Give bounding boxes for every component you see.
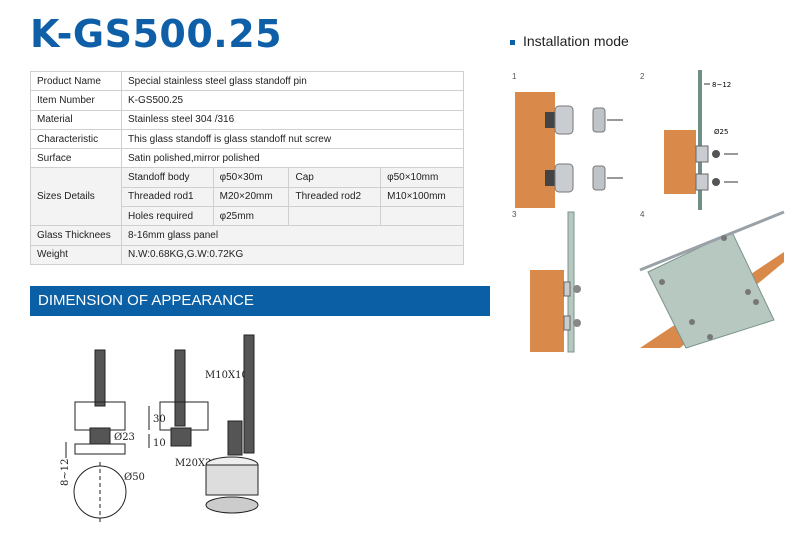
size-cell: φ50×30m — [212, 167, 290, 188]
standoff-cap — [592, 107, 606, 133]
threaded-rod — [243, 334, 255, 454]
install-step-2-illustration: 8~12 Ø25 — [664, 70, 738, 210]
spec-value: K-GS500.25 — [121, 90, 464, 111]
size-cell: φ50×10mm — [380, 167, 464, 188]
dimension-label: M20X20 — [175, 458, 218, 469]
size-cell: Cap — [288, 167, 382, 188]
standoff-body — [554, 105, 574, 135]
standoff-cap — [707, 334, 713, 340]
dimension-label: Ø25 — [714, 128, 728, 136]
size-cell: M10×100mm — [380, 186, 464, 208]
spec-row-characteristic: Characteristic This glass standoff is gl… — [30, 128, 464, 150]
spec-label: Product Name — [30, 70, 122, 92]
wood-post — [664, 130, 696, 194]
spec-value: Stainless steel 304 /316 — [121, 109, 464, 130]
standoff-cap — [659, 279, 665, 285]
spec-row-sizes-1: Sizes Details Standoff body φ50×30m Cap … — [30, 167, 464, 227]
threaded-rod — [94, 349, 106, 407]
standoff-cap — [712, 150, 720, 158]
install-step-1-illustration — [515, 92, 623, 208]
wood-post — [515, 92, 555, 208]
size-cell: M20×20mm — [212, 186, 290, 208]
size-cell: Holes required — [121, 206, 214, 227]
standoff-body — [205, 464, 259, 496]
size-cell: Threaded rod1 — [121, 186, 214, 208]
dimension-label: Ø23 — [114, 432, 135, 443]
dimension-drawing-section: M10X100 30 10 M20X20 — [148, 349, 254, 469]
dimension-label: 10 — [153, 438, 166, 449]
standoff-cap — [753, 299, 759, 305]
spec-label: Surface — [30, 148, 122, 169]
spec-value: Special stainless steel glass standoff p… — [121, 70, 464, 92]
size-cell: φ25mm — [212, 206, 290, 227]
bullet-icon — [510, 39, 515, 45]
dimension-label: 8~12 — [60, 459, 71, 486]
spec-label: Characteristic — [30, 128, 122, 150]
standoff-body — [695, 145, 709, 163]
standoff-cap — [205, 496, 259, 514]
standoff-body — [695, 173, 709, 191]
installation-title: Installation mode — [510, 33, 629, 49]
standoff-cap — [592, 165, 606, 191]
spec-row-material: Material Stainless steel 304 /316 — [30, 109, 464, 130]
size-cell — [288, 206, 382, 227]
spec-value: 8-16mm glass panel — [121, 225, 464, 246]
standoff-cap — [573, 319, 581, 327]
standoff-body — [563, 315, 571, 331]
dimension-drawing-front: 8~12 Ø23 Ø50 — [60, 349, 145, 524]
3d-render — [205, 334, 259, 514]
standoff-cap — [689, 319, 695, 325]
spec-row-weight: Weight N.W:0.68KG,G.W:0.72KG — [30, 244, 464, 265]
dimension-label: Ø50 — [124, 472, 145, 483]
spec-label: Sizes Details — [30, 167, 122, 227]
size-cell: Standoff body — [121, 167, 214, 188]
wood-post — [530, 270, 564, 352]
dimension-label: 8~12 — [712, 81, 731, 89]
cap-outline — [74, 443, 126, 455]
spec-value: N.W:0.68KG,G.W:0.72KG — [121, 244, 464, 265]
step-number: 4 — [640, 210, 645, 219]
spec-row-sizes-3: Holes required φ25mm — [31, 206, 464, 227]
handrail — [639, 210, 785, 272]
standoff-body — [563, 281, 571, 297]
install-step-3-illustration — [530, 211, 581, 353]
standoff-cap — [712, 178, 720, 186]
dimension-label: M10X100 — [205, 370, 254, 381]
standoff-cap — [721, 235, 727, 241]
dimension-banner: DIMENSION OF APPEARANCE — [30, 286, 490, 316]
spec-label: Item Number — [30, 90, 122, 111]
step-number: 1 — [512, 72, 517, 81]
spec-row-item-number: Item Number K-GS500.25 — [30, 90, 464, 111]
installation-title-text: Installation mode — [523, 33, 629, 49]
spec-row-product-name: Product Name Special stainless steel gla… — [30, 70, 464, 92]
step-number: 3 — [512, 210, 517, 219]
threaded-stud — [89, 427, 111, 445]
threaded-stud — [227, 420, 243, 456]
threaded-stud — [170, 427, 192, 447]
spec-value: Satin polished,mirror polished — [121, 148, 464, 169]
product-title: K-GS500.25 — [30, 12, 283, 56]
step-number: 2 — [640, 72, 645, 81]
spec-row-surface: Surface Satin polished,mirror polished — [30, 148, 464, 169]
spec-row-glass-thickness: Glass Thicknees 8-16mm glass panel — [30, 225, 464, 246]
dimension-label: 30 — [153, 414, 166, 425]
standoff-cap — [573, 285, 581, 293]
spec-table: Product Name Special stainless steel gla… — [30, 70, 464, 265]
standoff-cap — [745, 289, 751, 295]
drill-hole — [545, 170, 555, 186]
spec-label: Weight — [30, 244, 122, 265]
standoff-body — [554, 163, 574, 193]
threaded-rod — [174, 349, 186, 427]
spec-label: Material — [30, 109, 122, 130]
size-cell: Threaded rod2 — [288, 186, 382, 208]
spec-value: This glass standoff is glass standoff nu… — [121, 128, 464, 150]
drill-hole — [545, 112, 555, 128]
spec-label: Glass Thicknees — [30, 225, 122, 246]
install-step-4-illustration — [639, 210, 785, 349]
size-cell — [380, 206, 464, 227]
